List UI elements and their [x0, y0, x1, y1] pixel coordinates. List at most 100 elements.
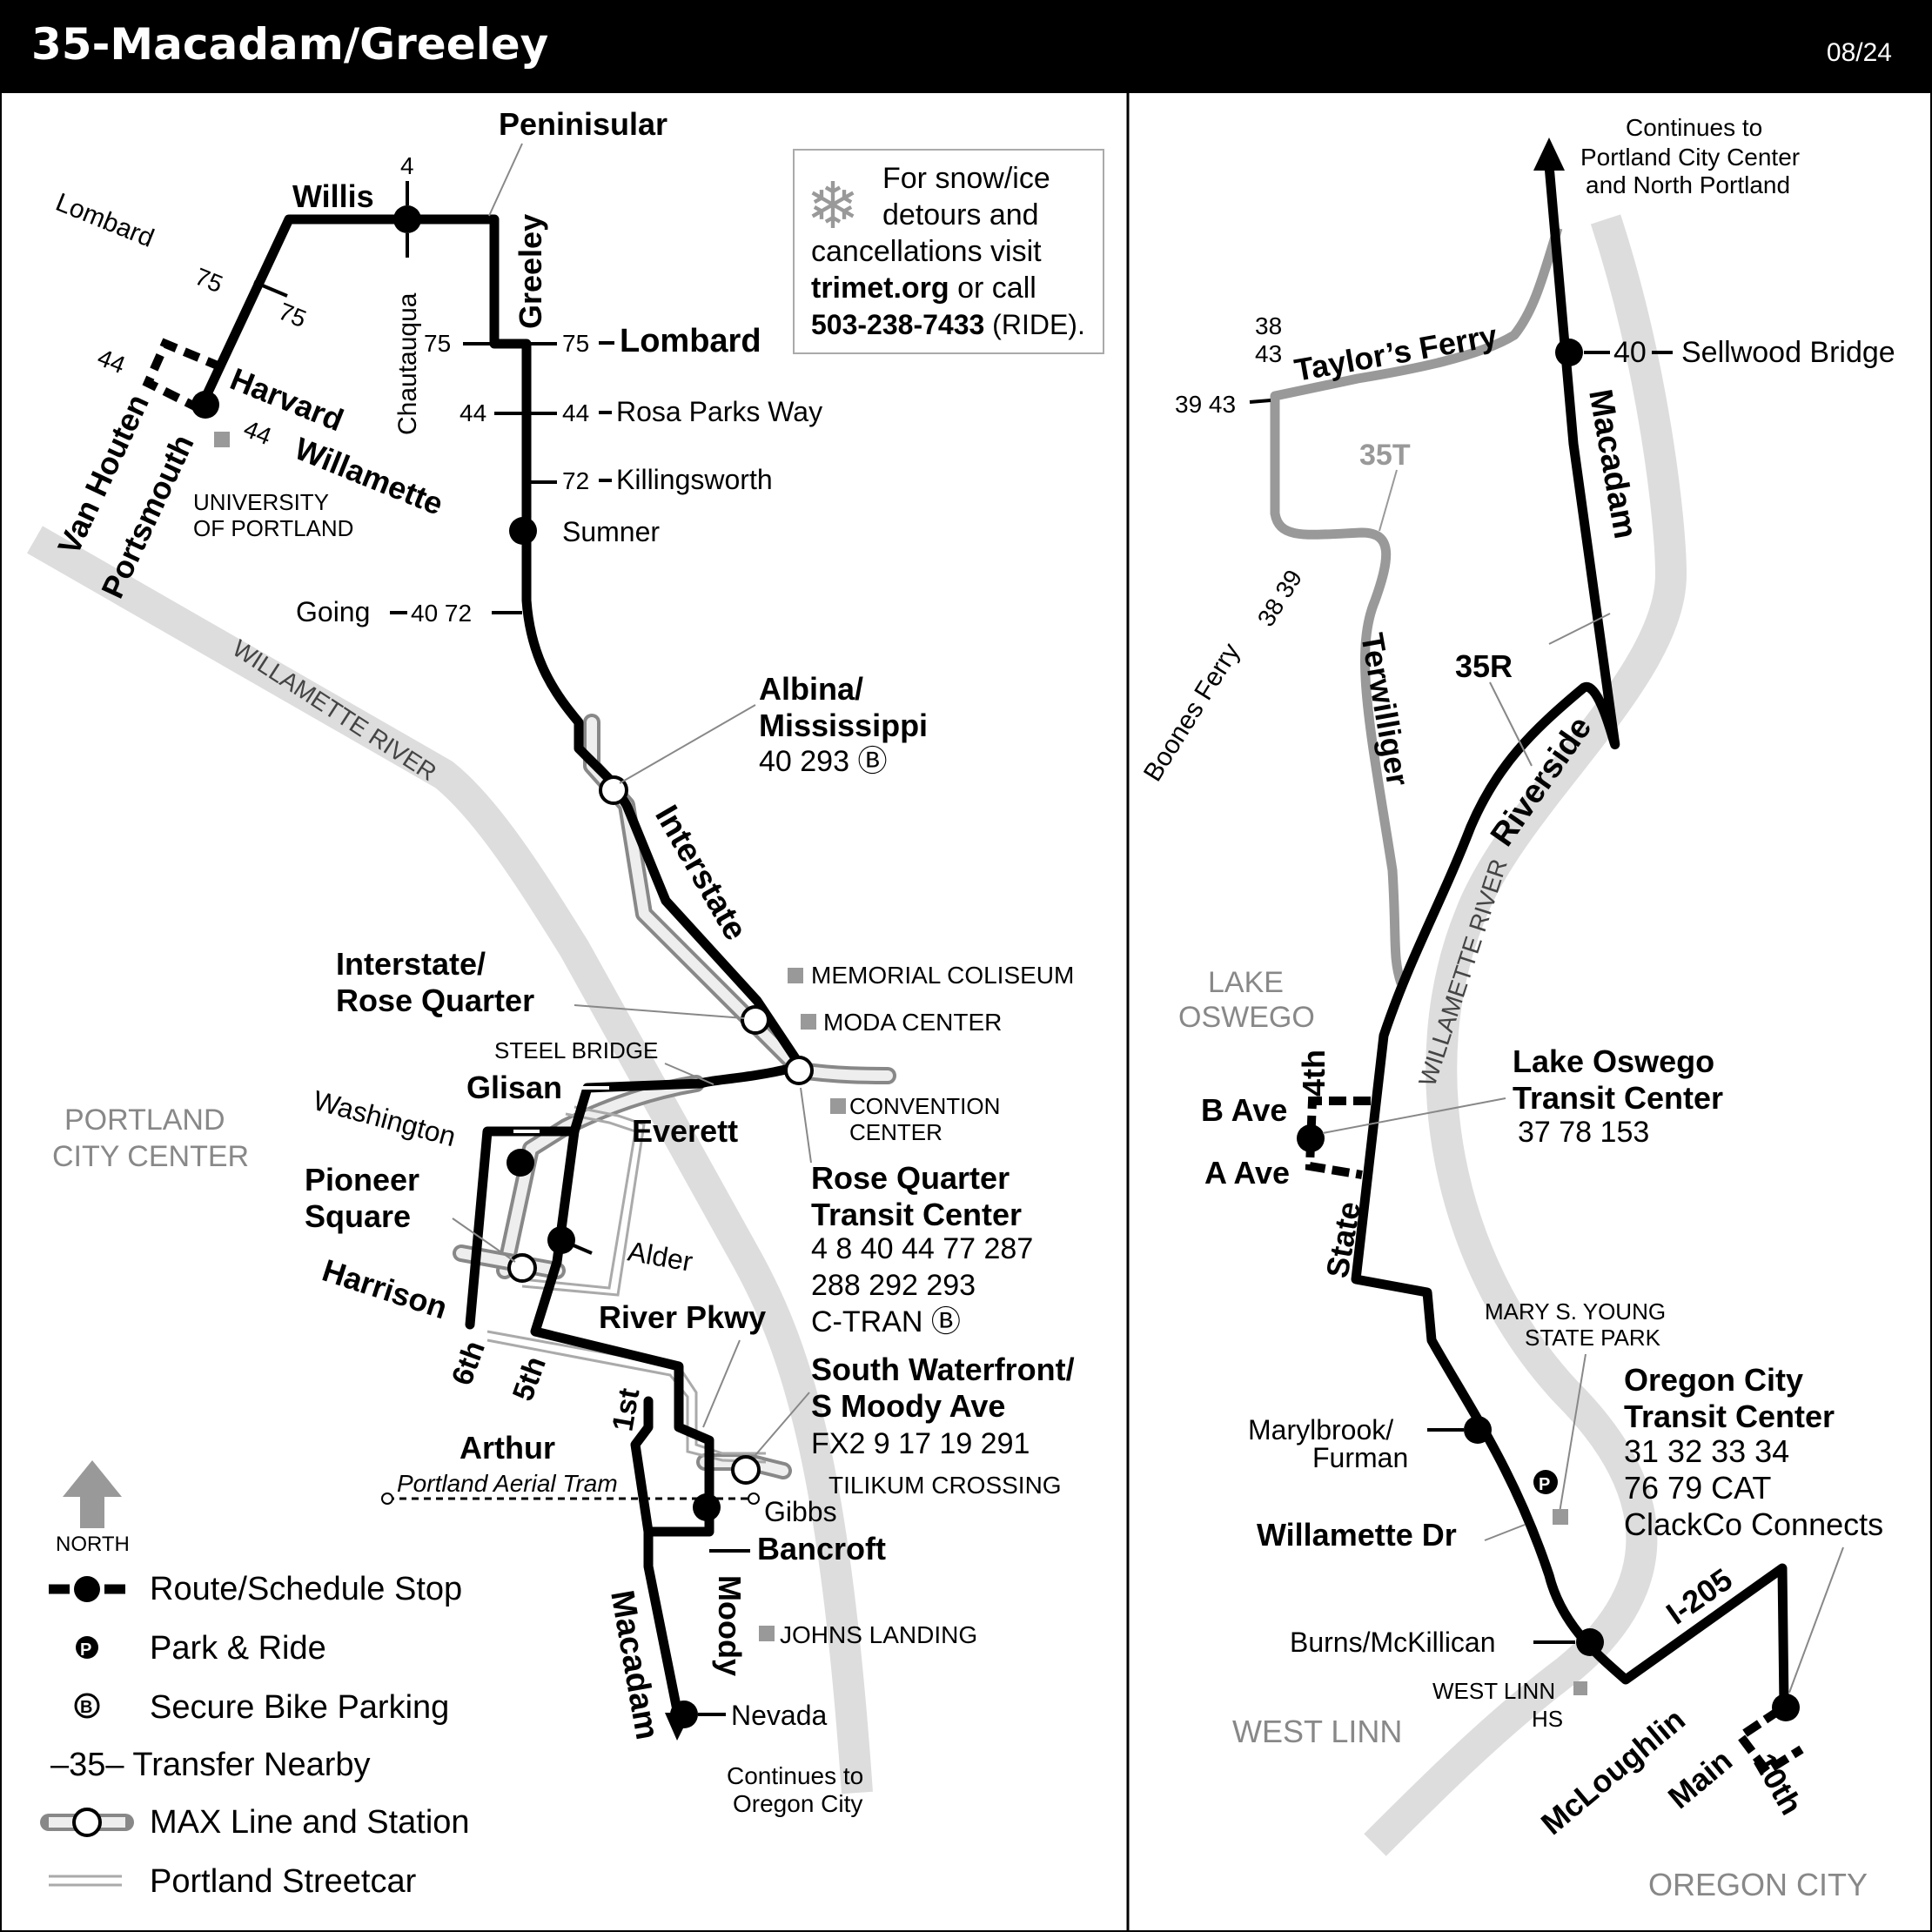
landmark-univ-1: UNIVERSITY [193, 489, 329, 515]
memorial-marker [788, 968, 803, 983]
stop-sellwood[interactable] [1555, 339, 1583, 366]
transfer-44-left: 44 [460, 399, 486, 426]
continues-north-2: Portland City Center [1580, 144, 1800, 171]
route-title: 35-Macadam/Greeley [31, 19, 549, 70]
landmark-mary-young-1: MARY S. YOUNG [1485, 1298, 1666, 1325]
station-south-waterfront[interactable] [731, 1455, 761, 1485]
landmark-convention-1: CONVENTION [849, 1093, 1000, 1119]
willamette-river-left [27, 526, 873, 1794]
station-swf-1: South Waterfront/ [811, 1352, 1075, 1387]
stop-oregon-city[interactable] [1772, 1694, 1800, 1721]
station-pioneer-2: Square [305, 1198, 411, 1234]
stop-burns[interactable] [1576, 1628, 1604, 1656]
notice-line-5[interactable]: 503-238-7433 (RIDE). [811, 309, 1085, 340]
transfer-75-b: 75 [275, 298, 311, 332]
west-linn-hs-marker [1573, 1681, 1587, 1695]
lake-oswego-loop [1305, 1097, 1371, 1179]
station-irq-2: Rose Quarter [336, 983, 534, 1018]
north-arrow-icon [63, 1460, 122, 1528]
transfer-39-43: 39 43 [1175, 391, 1236, 418]
station-albina-2: Mississippi [759, 708, 928, 743]
transfer-44-b: 44 [240, 415, 276, 450]
legend-transfer: –35– Transfer Nearby [50, 1747, 371, 1783]
river-label-right: WILLAMETTE RIVER [1413, 855, 1513, 1090]
street-harrison: Harrison [319, 1252, 452, 1326]
street-moody: Moody [712, 1575, 748, 1676]
transfer-44-a: 44 [94, 344, 130, 379]
landmark-mary-young-2: STATE PARK [1525, 1325, 1661, 1351]
area-oregon-city: OREGON CITY [1648, 1867, 1868, 1902]
stop-nevada[interactable] [670, 1701, 698, 1728]
station-albina-3: 40 293 Ⓑ [759, 745, 887, 778]
stop-willis[interactable] [393, 205, 421, 233]
transfer-44-right: 44 [562, 399, 589, 426]
stops-right [1297, 339, 1800, 1721]
street-b-ave: B Ave [1201, 1092, 1287, 1128]
legend-max: MAX Line and Station [150, 1804, 470, 1841]
street-harvard: Harvard [225, 360, 349, 438]
stop-lake-oswego[interactable] [1297, 1124, 1325, 1152]
street-gibbs: Gibbs [764, 1496, 837, 1527]
notice-line-4[interactable]: trimet.org or call [811, 272, 1036, 305]
stop-sumner[interactable] [509, 517, 537, 545]
transfer-ticks [406, 181, 593, 1255]
route-35t-line [1270, 226, 1563, 985]
johns-landing-marker [759, 1626, 775, 1641]
street-arthur: Arthur [460, 1430, 555, 1466]
convention-marker [830, 1098, 846, 1114]
station-rqtc-3: 4 8 40 44 77 287 [811, 1232, 1033, 1265]
bike-parking-icon [74, 1693, 100, 1719]
station-rose-quarter[interactable] [784, 1056, 814, 1085]
street-1st: 1st [606, 1385, 646, 1433]
tram-end-east [748, 1493, 760, 1505]
street-everett: Everett [632, 1113, 738, 1149]
area-lake-oswego-1: LAKE [1208, 966, 1284, 999]
stop-washington[interactable] [506, 1149, 534, 1177]
stop-harvard[interactable] [191, 391, 219, 419]
landmark-aerial-tram: Portland Aerial Tram [397, 1470, 618, 1497]
legend: NORTH Route/Schedule Stop P Park & Ride … [40, 1460, 470, 1900]
stop-marylbrook[interactable] [1464, 1416, 1492, 1444]
station-pioneer-1: Pioneer [305, 1162, 419, 1197]
area-west-linn: WEST LINN [1232, 1714, 1402, 1749]
svg-text:P: P [80, 1640, 91, 1660]
street-alder: Alder [626, 1235, 695, 1277]
street-main: Main [1661, 1742, 1739, 1815]
continues-north-1: Continues to [1626, 114, 1762, 141]
station-octc-2: Transit Center [1624, 1399, 1835, 1434]
street-bancroft: Bancroft [757, 1531, 886, 1566]
svg-text:B: B [80, 1698, 92, 1717]
willamette-river-right [1364, 214, 1687, 1856]
street-6th: 6th [446, 1337, 492, 1390]
landmark-tilikum: TILIKUM CROSSING [828, 1472, 1062, 1499]
landmark-moda: MODA CENTER [823, 1009, 1002, 1036]
street-washington: Washington [310, 1084, 459, 1152]
station-swf-3: FX2 9 17 19 291 [811, 1427, 1030, 1460]
legend-park-ride: Park & Ride [150, 1630, 326, 1667]
map-frame [0, 92, 1932, 1932]
stop-gibbs[interactable] [693, 1493, 721, 1521]
park-ride-icon [76, 1636, 98, 1659]
station-pioneer-square[interactable] [507, 1253, 537, 1283]
station-octc-1: Oregon City [1624, 1362, 1803, 1398]
transfer-75-left: 75 [424, 330, 451, 357]
street-burns: Burns/McKillican [1290, 1627, 1496, 1658]
street-sellwood: Sellwood Bridge [1681, 336, 1895, 369]
street-boones-ferry: Boones Ferry [1138, 639, 1245, 787]
svg-text:P: P [1539, 1475, 1550, 1494]
willis-loop [142, 338, 219, 413]
glisan-dash [513, 1086, 609, 1133]
street-a-ave: A Ave [1204, 1155, 1290, 1191]
street-willis: Willis [292, 178, 374, 214]
transfer-38-39: 38 39 [1252, 565, 1307, 631]
station-interstate-rq[interactable] [741, 1005, 770, 1035]
landmark-steel-bridge: STEEL BRIDGE [494, 1037, 658, 1063]
station-albina-1: Albina/ [759, 671, 863, 707]
map-date: 08/24 [1826, 38, 1892, 67]
street-taylors-ferry: Taylor’s Ferry [1291, 318, 1499, 388]
transfer-40-72: 40 72 [411, 600, 472, 627]
stops-left [191, 205, 721, 1728]
street-rosa-parks: Rosa Parks Way [616, 396, 822, 427]
street-chautauqua: Chautauqua [393, 292, 422, 435]
street-willamette-dr: Willamette Dr [1257, 1517, 1457, 1553]
